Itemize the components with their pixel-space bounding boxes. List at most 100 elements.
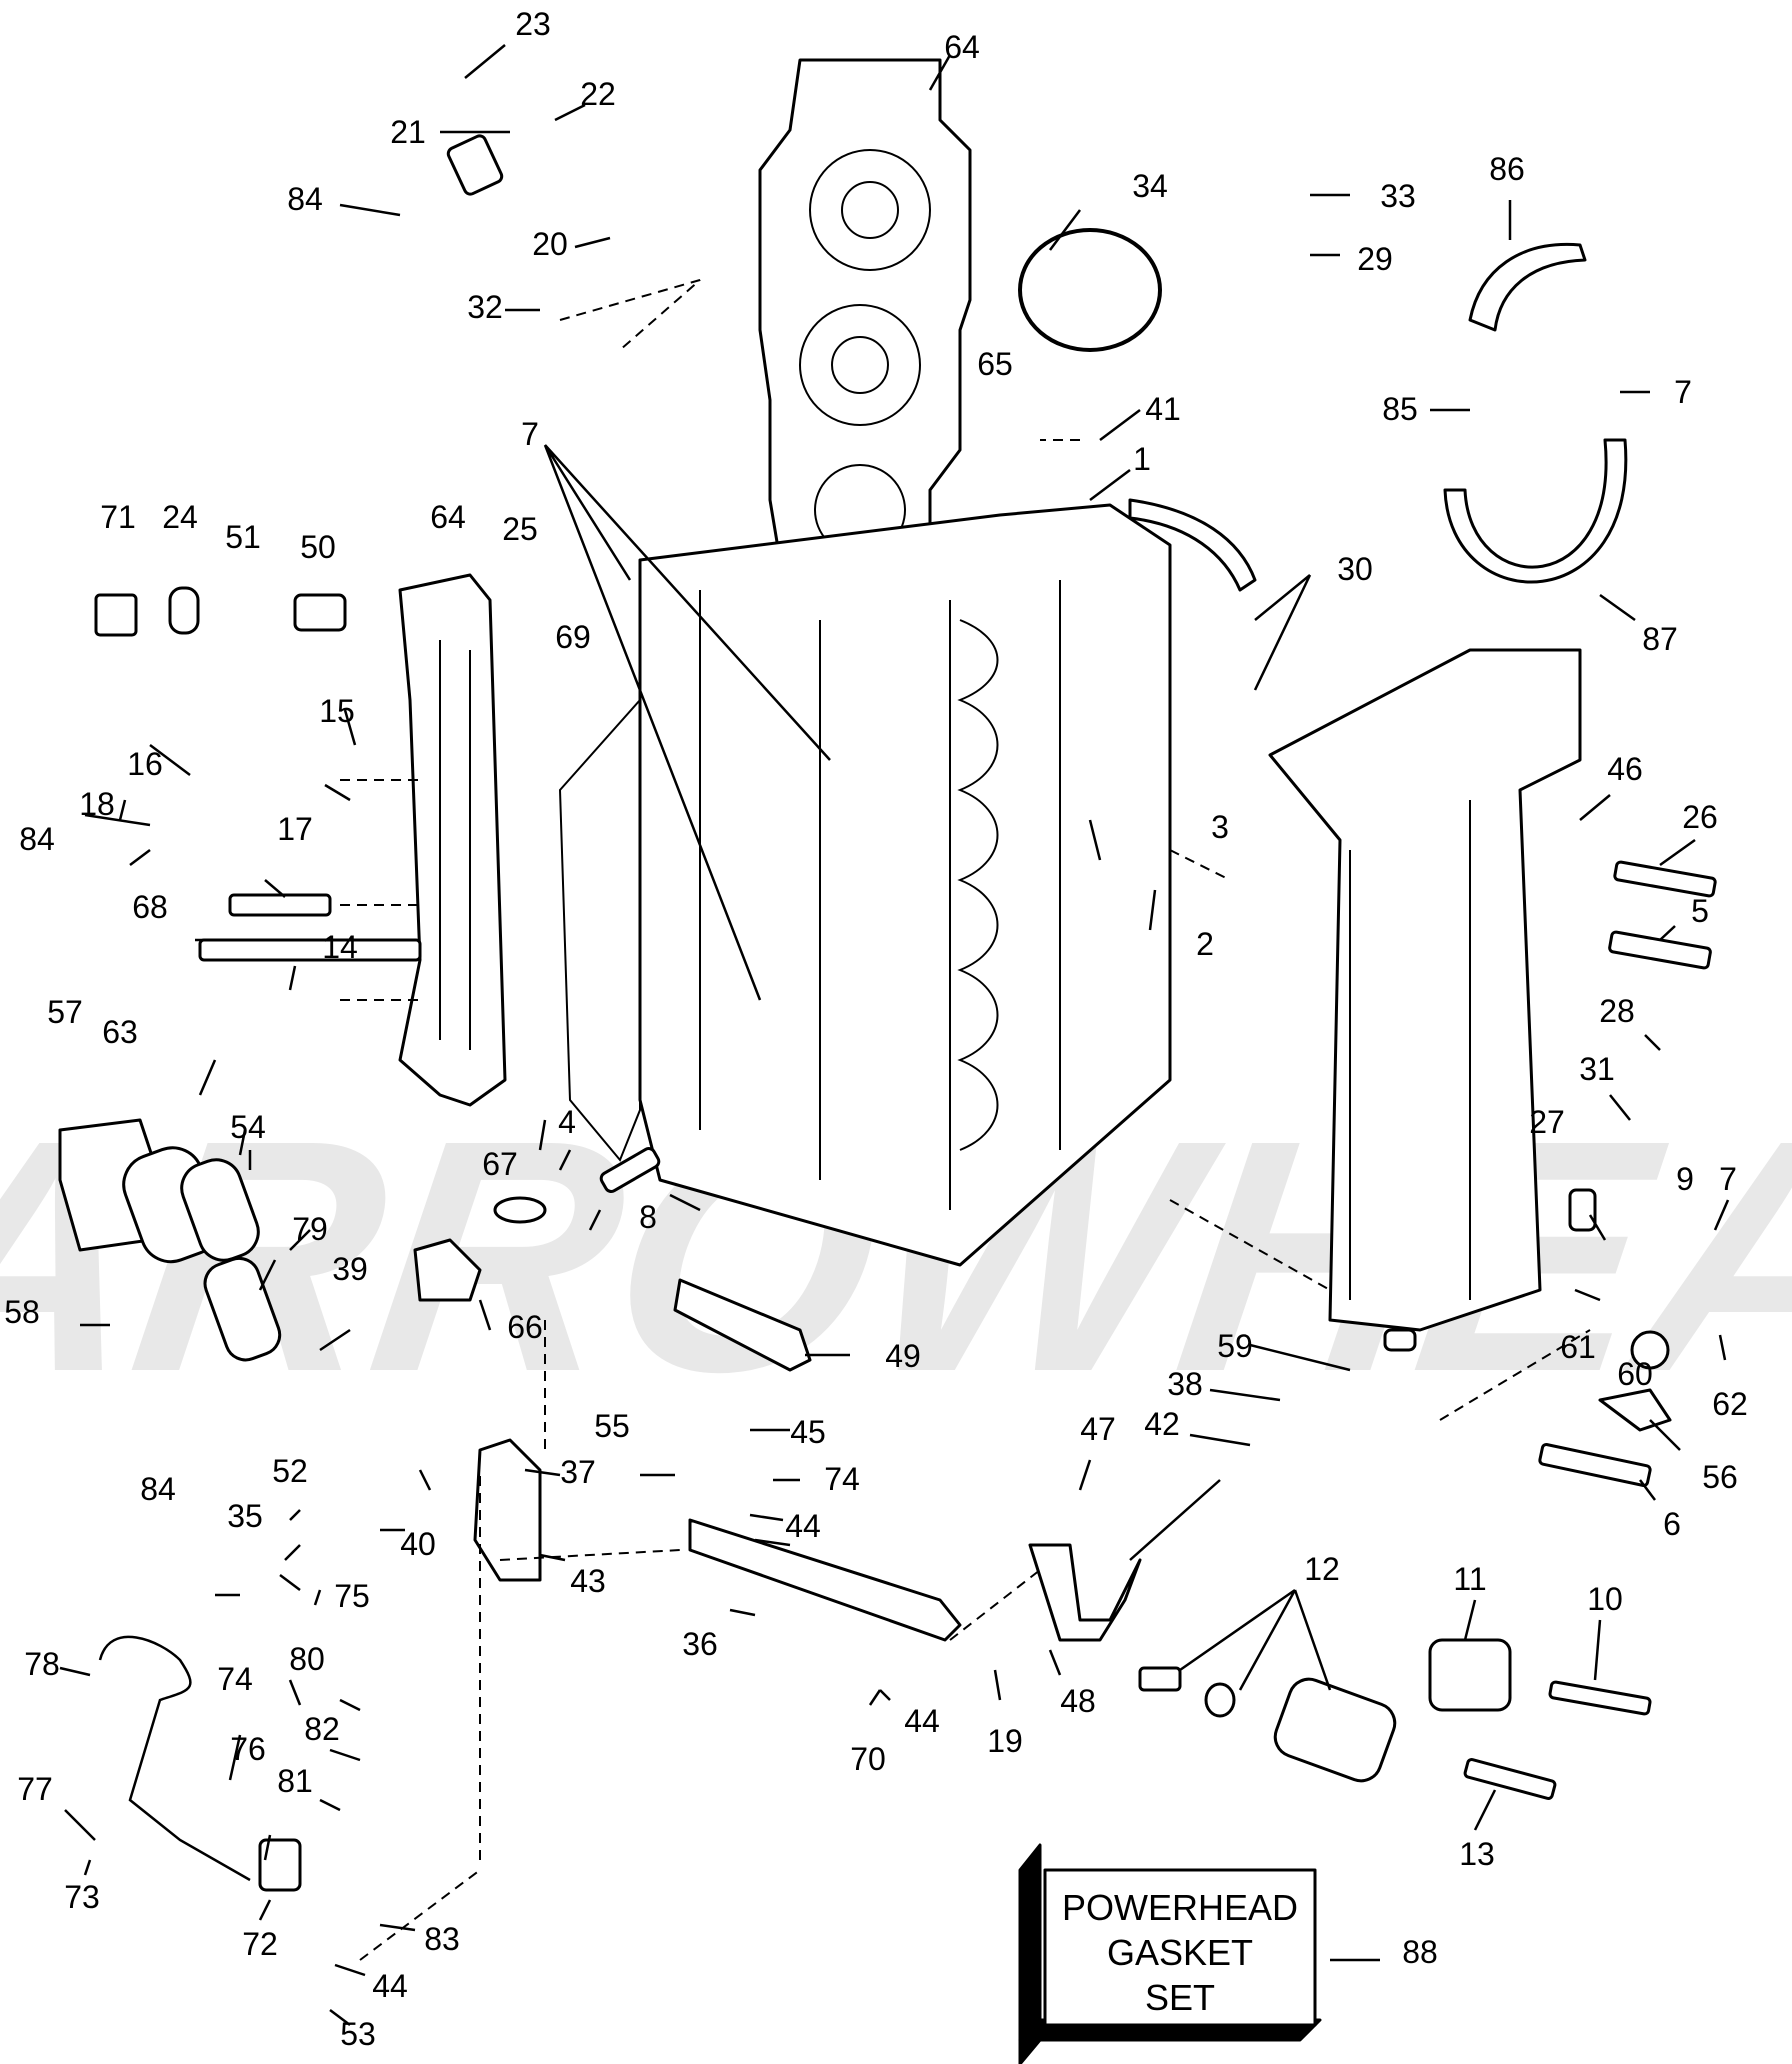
callout-49: 49 bbox=[885, 1338, 921, 1374]
callout-61: 61 bbox=[1560, 1329, 1596, 1365]
guide-lines bbox=[340, 279, 1591, 1961]
callout-56: 56 bbox=[1702, 1459, 1738, 1495]
callout-34: 34 bbox=[1132, 168, 1168, 204]
callout-40: 40 bbox=[400, 1526, 436, 1562]
throttle-shaft bbox=[1028, 1479, 1221, 1642]
callout-64b: 64 bbox=[430, 499, 466, 535]
leader-lines bbox=[59, 44, 1730, 2026]
callout-37: 37 bbox=[560, 1454, 596, 1490]
callout-67: 67 bbox=[482, 1146, 518, 1182]
callout-41: 41 bbox=[1145, 391, 1181, 427]
callout-45: 45 bbox=[790, 1414, 826, 1450]
callout-82: 82 bbox=[304, 1711, 340, 1747]
callout-27: 27 bbox=[1529, 1104, 1565, 1140]
o-ring bbox=[1018, 228, 1162, 352]
callout-31: 31 bbox=[1579, 1051, 1615, 1087]
callout-73: 73 bbox=[64, 1879, 100, 1915]
callout-7a: 7 bbox=[521, 416, 539, 452]
hose-30 bbox=[1128, 498, 1257, 592]
callout-54: 54 bbox=[230, 1109, 266, 1145]
callout-68: 68 bbox=[132, 889, 168, 925]
callout-53: 53 bbox=[340, 2016, 376, 2052]
callout-66: 66 bbox=[507, 1309, 543, 1345]
callout-72: 72 bbox=[242, 1926, 278, 1962]
callout-84c: 84 bbox=[140, 1471, 176, 1507]
callout-44a: 44 bbox=[785, 1508, 821, 1544]
callout-86: 86 bbox=[1489, 151, 1525, 187]
callout-24: 24 bbox=[162, 499, 198, 535]
callout-69: 69 bbox=[555, 619, 591, 655]
callout-14: 14 bbox=[322, 929, 358, 965]
callout-20: 20 bbox=[532, 226, 568, 262]
callout-76: 76 bbox=[230, 1731, 266, 1767]
callout-74a: 74 bbox=[824, 1461, 860, 1497]
callout-84a: 84 bbox=[287, 181, 323, 217]
callout-50: 50 bbox=[300, 529, 336, 565]
callout-52: 52 bbox=[272, 1453, 308, 1489]
callout-11: 11 bbox=[1453, 1561, 1486, 1597]
callout-44b: 44 bbox=[904, 1703, 940, 1739]
callout-46: 46 bbox=[1607, 751, 1643, 787]
callout-10: 10 bbox=[1587, 1581, 1623, 1617]
callout-81: 81 bbox=[277, 1763, 313, 1799]
callout-4: 4 bbox=[558, 1104, 576, 1140]
callout-51: 51 bbox=[225, 519, 261, 555]
callout-30: 30 bbox=[1337, 551, 1373, 587]
callout-1: 1 bbox=[1133, 441, 1151, 477]
hose-87 bbox=[1443, 438, 1628, 584]
callout-7c: 7 bbox=[1674, 374, 1692, 410]
callout-19: 19 bbox=[987, 1723, 1023, 1759]
callout-47: 47 bbox=[1080, 1411, 1116, 1447]
callout-12: 12 bbox=[1304, 1551, 1340, 1587]
callout-28: 28 bbox=[1599, 993, 1635, 1029]
callout-63: 63 bbox=[102, 1014, 138, 1050]
callout-22: 22 bbox=[580, 76, 616, 112]
callout-17: 17 bbox=[277, 811, 313, 847]
callout-79: 79 bbox=[292, 1211, 328, 1247]
callouts: 23 22 21 84 20 32 64 34 33 86 29 65 41 8… bbox=[4, 6, 1748, 2052]
fuel-pump-assembly bbox=[58, 1118, 282, 1362]
gasket-set-box: POWERHEAD GASKET SET 88 bbox=[1018, 1843, 1438, 2064]
callout-18: 18 bbox=[79, 786, 115, 822]
callout-77: 77 bbox=[17, 1771, 53, 1807]
callout-36: 36 bbox=[682, 1626, 718, 1662]
callout-80: 80 bbox=[289, 1641, 325, 1677]
callout-88: 88 bbox=[1402, 1934, 1438, 1970]
callout-60: 60 bbox=[1617, 1356, 1653, 1392]
callout-21: 21 bbox=[390, 114, 426, 150]
callout-5: 5 bbox=[1691, 893, 1709, 929]
callout-32: 32 bbox=[467, 289, 503, 325]
callout-2: 2 bbox=[1196, 926, 1214, 962]
callout-9: 9 bbox=[1676, 1161, 1694, 1197]
callout-3: 3 bbox=[1211, 809, 1229, 845]
callout-16: 16 bbox=[127, 746, 163, 782]
callout-74b: 74 bbox=[217, 1661, 253, 1697]
gasket-set-line-2: GASKET bbox=[1107, 1932, 1253, 1973]
callout-84b: 84 bbox=[19, 821, 55, 857]
callout-6: 6 bbox=[1663, 1506, 1681, 1542]
callout-85: 85 bbox=[1382, 391, 1418, 427]
callout-70: 70 bbox=[850, 1741, 886, 1777]
callout-65: 65 bbox=[977, 346, 1013, 382]
callout-57: 57 bbox=[47, 994, 83, 1030]
callout-75: 75 bbox=[334, 1578, 370, 1614]
starter-pinion-parts bbox=[1138, 1638, 1652, 1800]
callout-55: 55 bbox=[594, 1408, 630, 1444]
callout-58: 58 bbox=[4, 1294, 40, 1330]
exhaust-cover bbox=[398, 573, 507, 1107]
callout-35: 35 bbox=[227, 1498, 263, 1534]
callout-83: 83 bbox=[424, 1921, 460, 1957]
callout-78: 78 bbox=[24, 1646, 60, 1682]
callout-71: 71 bbox=[100, 499, 136, 535]
callout-25: 25 bbox=[502, 511, 538, 547]
callout-43: 43 bbox=[570, 1563, 606, 1599]
callout-13: 13 bbox=[1459, 1836, 1495, 1872]
callout-59: 59 bbox=[1217, 1328, 1253, 1364]
gasket-set-line-3: SET bbox=[1145, 1977, 1215, 2018]
callout-64a: 64 bbox=[944, 29, 980, 65]
callout-44c: 44 bbox=[372, 1968, 408, 2004]
gasket-set-line-1: POWERHEAD bbox=[1062, 1887, 1298, 1928]
callout-62: 62 bbox=[1712, 1386, 1748, 1422]
callout-8: 8 bbox=[639, 1199, 657, 1235]
